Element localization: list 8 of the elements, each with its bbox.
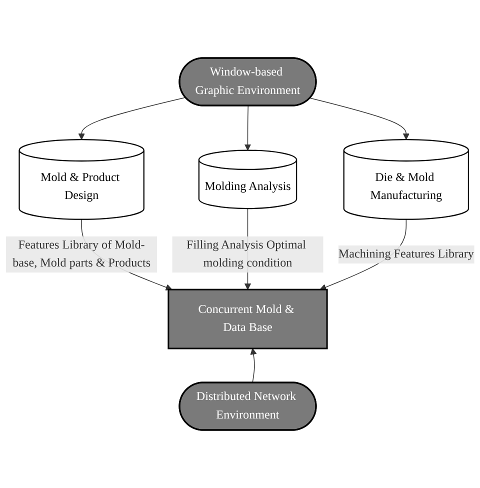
arrow bbox=[244, 106, 252, 151]
edge-label: Features Library of Mold-base, Mold parts & Products bbox=[12, 238, 151, 270]
arrow bbox=[310, 98, 410, 140]
edge-label: Machining Features Library bbox=[338, 248, 474, 260]
edge-label: Filling Analysis Optimal molding condition bbox=[186, 238, 306, 270]
arrow bbox=[250, 348, 257, 384]
arrow bbox=[78, 97, 186, 140]
node-box: Concurrent Mold & Data Base bbox=[168, 288, 328, 350]
